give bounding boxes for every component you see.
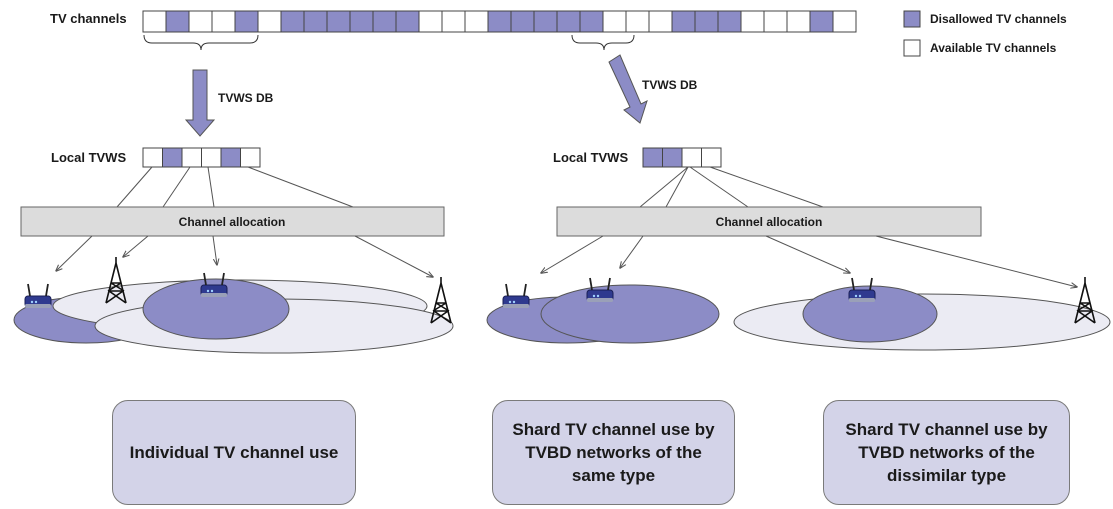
channel-cell-disallowed <box>662 147 683 168</box>
channel-cell-available <box>181 147 202 168</box>
local-to-allocation-lines <box>116 166 824 208</box>
channel-cell-disallowed <box>694 10 719 33</box>
local-tvws-right-strip <box>642 147 722 168</box>
channel-cell-disallowed <box>510 10 535 33</box>
legend-available-swatch <box>903 39 921 57</box>
channel-cell-available <box>211 10 236 33</box>
tv-channel-strip <box>142 10 857 33</box>
allocation-arrows <box>56 235 1077 287</box>
channel-cell-available <box>240 147 261 168</box>
tv-channels-label: TV channels <box>50 11 127 26</box>
tvws-db-arrow-left <box>184 69 216 137</box>
channel-cell-disallowed <box>372 10 397 33</box>
coverage-area <box>142 278 290 340</box>
caption-shared-dissimilar-type: Shard TV channel use by TVBD networks of… <box>823 400 1070 505</box>
channel-cell-available <box>701 147 722 168</box>
channel-cell-disallowed <box>165 10 190 33</box>
tvws-db-label-right: TVWS DB <box>642 78 698 92</box>
channel-cell-available <box>648 10 673 33</box>
legend-disallowed-swatch <box>903 10 921 28</box>
tvws-db-label-left: TVWS DB <box>218 91 274 105</box>
channel-cell-disallowed <box>220 147 241 168</box>
channel-cell-disallowed <box>556 10 581 33</box>
channel-cell-available <box>441 10 466 33</box>
channel-cell-available <box>464 10 489 33</box>
channel-cell-disallowed <box>717 10 742 33</box>
channel-cell-disallowed <box>642 147 663 168</box>
caption-individual-use: Individual TV channel use <box>112 400 356 505</box>
channel-allocation-right-label: Channel allocation <box>716 215 823 229</box>
local-tvws-label-right: Local TVWS <box>553 150 629 165</box>
tvws-db-arrow-right <box>608 54 648 124</box>
channel-allocation-bar-right <box>556 206 982 237</box>
legend-disallowed-label: Disallowed TV channels <box>930 12 1067 26</box>
channel-allocation-bar-left <box>20 206 445 237</box>
channel-cell-disallowed <box>162 147 183 168</box>
local-tvws-label-left: Local TVWS <box>51 150 127 165</box>
channel-cell-disallowed <box>395 10 420 33</box>
wireless-router-icon <box>586 277 614 303</box>
wireless-router-icon <box>200 272 228 298</box>
right-brace <box>571 34 635 51</box>
channel-cell-available <box>763 10 788 33</box>
channel-cell-available <box>681 147 702 168</box>
coverage-area <box>540 284 720 344</box>
channel-cell-available <box>201 147 222 168</box>
legend-available-label: Available TV channels <box>930 41 1057 55</box>
channel-cell-disallowed <box>234 10 259 33</box>
channel-cell-available <box>625 10 650 33</box>
channel-cell-disallowed <box>579 10 604 33</box>
wireless-router-icon <box>24 283 52 309</box>
local-tvws-left-strip <box>142 147 261 168</box>
left-brace <box>143 34 259 51</box>
channel-cell-available <box>602 10 627 33</box>
channel-cell-disallowed <box>326 10 351 33</box>
channel-cell-available <box>740 10 765 33</box>
channel-cell-available <box>142 10 167 33</box>
channel-cell-available <box>418 10 443 33</box>
channel-cell-disallowed <box>533 10 558 33</box>
wireless-router-icon <box>848 277 876 303</box>
channel-cell-disallowed <box>487 10 512 33</box>
channel-cell-available <box>188 10 213 33</box>
channel-cell-available <box>832 10 857 33</box>
channel-allocation-left-label: Channel allocation <box>179 215 286 229</box>
channel-cell-disallowed <box>671 10 696 33</box>
channel-cell-disallowed <box>280 10 305 33</box>
channel-cell-disallowed <box>303 10 328 33</box>
caption-shared-same-type: Shard TV channel use by TVBD networks of… <box>492 400 735 505</box>
channel-cell-available <box>786 10 811 33</box>
channel-cell-disallowed <box>809 10 834 33</box>
wireless-router-icon <box>502 283 530 309</box>
channel-cell-disallowed <box>349 10 374 33</box>
channel-cell-available <box>257 10 282 33</box>
channel-cell-available <box>142 147 163 168</box>
